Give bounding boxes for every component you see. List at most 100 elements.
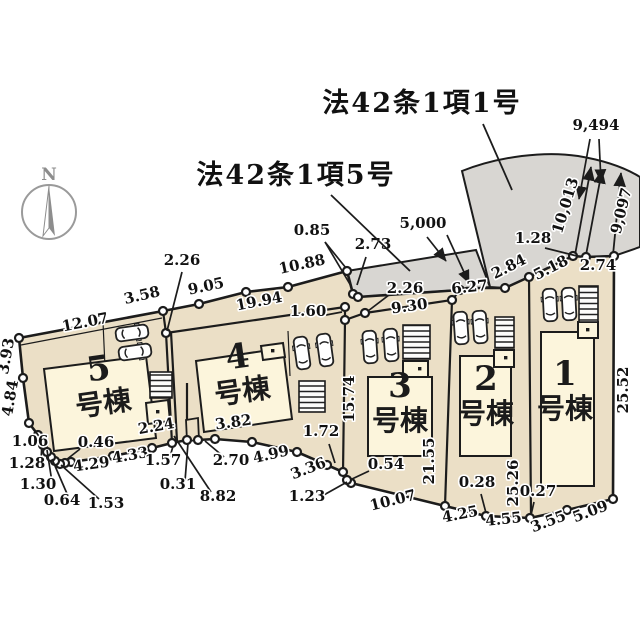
- dimension-label: 5,000: [400, 214, 447, 232]
- dimension-label: 0.28: [459, 473, 496, 491]
- boundary-point: [146, 442, 158, 454]
- dimension-label: 0.46: [78, 433, 115, 451]
- dimension-label: 1.57: [145, 451, 182, 469]
- leader-line: [173, 435, 212, 493]
- boundary-point: [524, 512, 536, 524]
- leader-line: [544, 247, 578, 257]
- dimension-label: 8.82: [200, 487, 237, 505]
- leader-line: [184, 442, 189, 482]
- dimension-label: 1.06: [12, 432, 49, 450]
- dimension-label: 2.73: [355, 235, 392, 253]
- lot-suffix: 号棟: [537, 392, 594, 425]
- compass-circle: [21, 184, 77, 240]
- dimension-label: 6.27: [450, 276, 488, 298]
- lot-label-4: 4号棟: [212, 336, 273, 412]
- boundary-point: [499, 282, 511, 294]
- entry-porch-3: [402, 360, 429, 378]
- dimension-label: 21.55: [420, 438, 438, 485]
- dimension-label: 4.29: [72, 453, 111, 476]
- boundary-point: [282, 281, 294, 293]
- lot-number: 5: [84, 348, 113, 391]
- lot-label-5: 5号棟: [73, 348, 134, 424]
- buildings-layer: [42, 321, 599, 487]
- lot-suffix: 号棟: [73, 383, 134, 424]
- boundary-point: [446, 294, 458, 306]
- dimension-label: 2.26: [164, 251, 201, 269]
- boundary-point: [580, 251, 592, 263]
- lot-suffix: 号棟: [458, 397, 515, 430]
- leader-line: [40, 440, 43, 463]
- boundary-point: [209, 433, 221, 445]
- car-icon: [469, 309, 491, 345]
- stairs-icon-3: [402, 324, 431, 360]
- leader-lines: [33, 138, 607, 516]
- leader-line: [356, 256, 367, 286]
- leader-line: [60, 464, 100, 500]
- north-label: N: [41, 165, 57, 185]
- dimension-label: 2.70: [213, 451, 250, 469]
- dimension-label: 1.28: [515, 229, 552, 247]
- dimension-label: 4.55: [484, 508, 522, 530]
- dimension-label: 2.26: [387, 279, 424, 297]
- stairs-layer: [149, 285, 599, 413]
- building-2: [459, 355, 512, 457]
- boundary-point: [454, 284, 466, 296]
- leader-line: [328, 443, 336, 464]
- boundary-point: [181, 434, 193, 446]
- boundary-point: [107, 450, 119, 462]
- boundary-point: [193, 298, 205, 310]
- car-icon: [450, 310, 472, 346]
- boundary-point: [13, 332, 25, 344]
- boundary-point: [240, 286, 252, 298]
- boundary-point: [166, 437, 178, 449]
- boundary-point: [359, 307, 371, 319]
- lot-number: 2: [474, 359, 498, 399]
- leader-line: [324, 241, 352, 287]
- leader-line: [321, 481, 348, 497]
- porch-door-dots: [156, 328, 590, 414]
- dimension-label: 25.26: [504, 460, 522, 507]
- boundary-point: [608, 250, 620, 262]
- road-width-lines: [574, 166, 626, 256]
- dimension-label: 1.72: [303, 422, 340, 440]
- boundary-point: [160, 327, 172, 339]
- leader-line: [530, 501, 535, 516]
- leader-line: [594, 138, 607, 183]
- leader-line: [575, 138, 591, 200]
- dimension-label: 4.84: [0, 379, 22, 418]
- car-icon: [359, 329, 381, 365]
- lot-label-3: 3号棟: [372, 366, 429, 437]
- boundary-point: [561, 504, 573, 516]
- dimension-label: 1.23: [289, 487, 326, 505]
- boundary-point: [321, 459, 333, 471]
- leader-line: [367, 294, 390, 312]
- dimension-label: 4.33: [111, 443, 150, 467]
- leader-line: [51, 458, 69, 497]
- stairs-icon-2: [494, 316, 515, 349]
- lot-suffix: 号棟: [212, 371, 273, 412]
- north-arrow-outline: [42, 185, 50, 238]
- boundary-point: [439, 500, 451, 512]
- car-icon: [559, 286, 579, 322]
- dimension-label: 0.31: [160, 475, 197, 493]
- dimension-label: 0.85: [294, 221, 331, 239]
- dimension-label: 3.36: [288, 453, 329, 483]
- boundary-point: [341, 474, 353, 486]
- leader-line: [46, 449, 53, 483]
- road-label-leader: [330, 194, 411, 272]
- leader-line: [446, 234, 470, 284]
- boundary-point: [192, 434, 204, 446]
- building-3: [367, 376, 433, 457]
- boundary-point: [607, 493, 619, 505]
- lot-label-2: 2号棟: [458, 359, 515, 430]
- boundary-point: [23, 417, 35, 429]
- leader-line: [351, 470, 370, 480]
- dimension-label: 4.99: [251, 441, 291, 467]
- dimension-label: 0.64: [44, 491, 81, 509]
- leader-line: [65, 448, 81, 461]
- boundary-point: [523, 271, 535, 283]
- car-icon: [380, 327, 402, 363]
